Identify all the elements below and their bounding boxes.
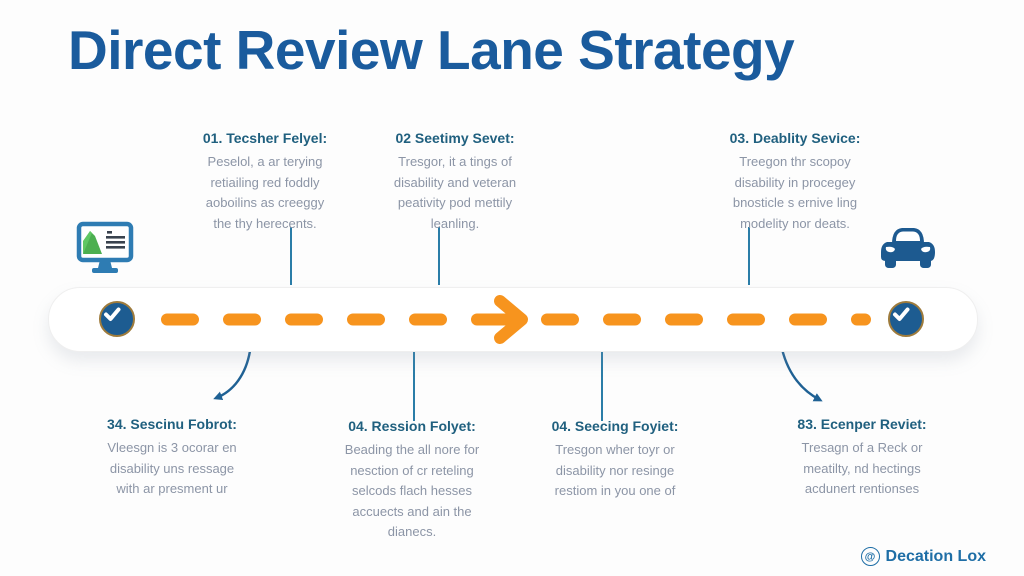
step-body: Beading the all nore for nesction of cr …	[344, 442, 480, 539]
connector-bottom-curve-right	[780, 348, 823, 402]
step-heading: 02 Seetimy Sevet:	[395, 130, 515, 146]
step-top-1: 01. Tecsher Felyel: Peselol, a ar teryin…	[170, 128, 360, 234]
step-bottom-2: 04. Ression Folyet: Beading the all nore…	[312, 416, 512, 543]
dashed-arrow-right	[161, 295, 871, 344]
step-body: Vleesgn is 3 ocorar en disability uns re…	[107, 440, 237, 496]
step-top-3: 03. Deablity Sevice: Treegon thr scopoy …	[700, 128, 890, 234]
step-heading: 04. Seecing Foyiet:	[551, 418, 679, 434]
step-body: Tresagn of a Reck or meatilty, nd hectin…	[801, 440, 923, 496]
step-bottom-4: 83. Ecenper Reviet: Tresagn of a Reck or…	[762, 414, 962, 500]
step-body: Peselol, a ar terying retiailing red fod…	[205, 154, 325, 231]
step-heading: 01. Tecsher Felyel:	[202, 130, 328, 146]
step-bottom-1: 34. Sescinu Fobrot: Vleesgn is 3 ocorar …	[72, 414, 272, 500]
computer-monitor-icon	[76, 221, 134, 280]
step-body: Treegon thr scopoy disability in procege…	[732, 154, 858, 231]
step-top-2: 02 Seetimy Sevet: Tresgor, it a tings of…	[360, 128, 550, 234]
timeline-lane	[48, 287, 978, 352]
step-body: Tresgon wher toyr or disability nor resi…	[554, 442, 676, 498]
connector-bottom-curve-left	[213, 350, 252, 401]
car-icon	[879, 226, 937, 277]
step-heading: 04. Ression Folyet:	[348, 418, 476, 434]
page-title: Direct Review Lane Strategy	[68, 19, 795, 81]
at-badge-icon: @	[860, 547, 880, 566]
step-body: Tresgor, it a tings of disability and ve…	[393, 154, 517, 231]
check-circle-icon	[888, 301, 924, 337]
step-heading: 34. Sescinu Fobrot:	[107, 416, 237, 432]
step-heading: 83. Ecenper Reviet:	[797, 416, 927, 432]
step-bottom-3: 04. Seecing Foyiet: Tresgon wher toyr or…	[515, 416, 715, 502]
check-circle-icon	[99, 301, 135, 337]
step-heading: 03. Deablity Sevice:	[729, 130, 861, 146]
brand-name: Decation Lox	[885, 547, 986, 565]
brand-lockup: @ Decation Lox	[860, 547, 986, 566]
